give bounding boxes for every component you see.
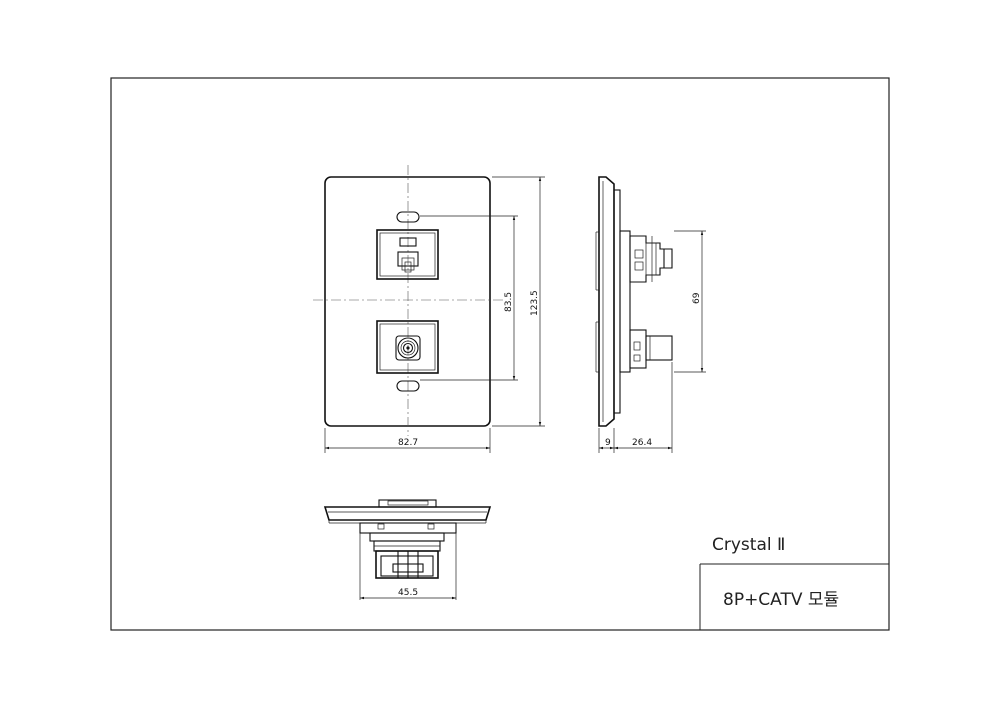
mounting-slot-bottom — [396, 380, 420, 392]
rj45-rear-profile — [629, 235, 673, 283]
dimension-label-module-spacing: 83.5 — [504, 292, 514, 312]
module-name: 8P+CATV 모듈 — [723, 590, 839, 610]
dimension-side-depths: 9 26.4 — [598, 362, 673, 453]
title-block: Crystal Ⅱ 8P+CATV 모듈 — [699, 535, 889, 630]
drawing-border — [110, 77, 890, 631]
product-name: Crystal Ⅱ — [712, 535, 785, 555]
catv-rear-profile — [629, 329, 673, 369]
front-view: 82.7 83.5 123.5 — [313, 165, 545, 453]
dimension-label-module-depth: 69 — [692, 292, 702, 304]
dimension-label-plate-thickness: 9 — [605, 438, 611, 448]
wall-plate-outline — [324, 176, 491, 427]
side-view: 69 9 26.4 — [595, 176, 706, 453]
rj45-module — [376, 229, 439, 280]
dimension-module-spacing: 83.5 — [420, 215, 518, 381]
dimension-plate-height: 123.5 — [492, 176, 545, 427]
dimension-label-plate-width: 82.7 — [398, 438, 418, 448]
dimension-label-body-depth: 26.4 — [632, 438, 652, 448]
bottom-view: 45.5 — [323, 499, 492, 600]
dimension-label-bottom-width: 45.5 — [398, 588, 418, 598]
dimension-label-plate-height: 123.5 — [530, 290, 540, 316]
dimension-bottom-width: 45.5 — [360, 588, 456, 600]
catv-module — [376, 320, 439, 374]
dimension-plate-width: 82.7 — [324, 428, 491, 453]
mounting-slot-top — [396, 211, 420, 223]
dimension-module-depth: 69 — [674, 230, 706, 373]
